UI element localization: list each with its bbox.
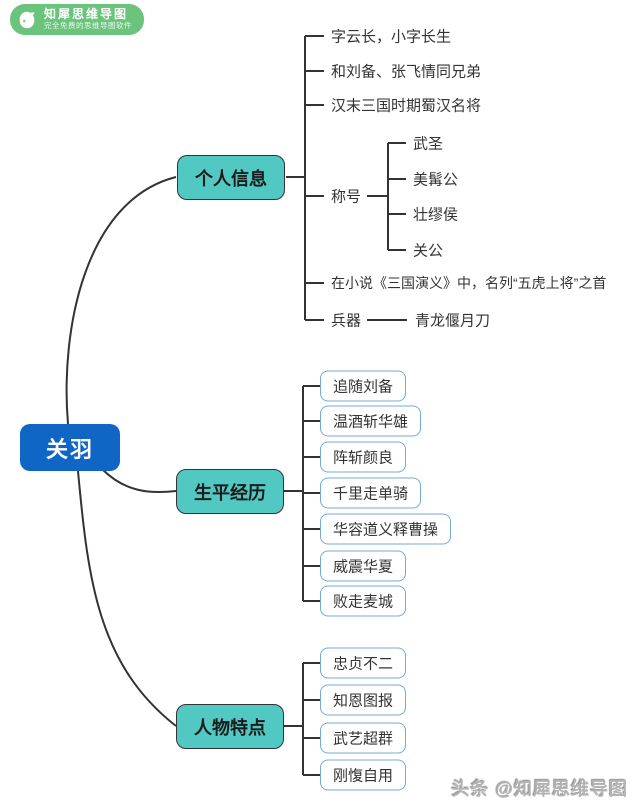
app-logo-badge: 知犀思维导图 完全免费的思维导图软件 (10, 4, 144, 35)
leaf-loyalty[interactable]: 忠贞不二 (320, 647, 407, 679)
logo-subtitle: 完全免费的思维导图软件 (44, 21, 132, 31)
connector-root-branch3 (77, 470, 177, 727)
branch-node-life-experience[interactable]: 生平经历 (176, 469, 284, 514)
leaf-gratitude[interactable]: 知恩图报 (320, 684, 407, 716)
leaf-title-meirangong[interactable]: 美髯公 (413, 171, 459, 189)
leaf-martial-skill[interactable]: 武艺超群 (320, 722, 407, 754)
leaf-huarong-caocao[interactable]: 华容道义释曹操 (320, 513, 452, 545)
node-weapon[interactable]: 兵器 (331, 312, 362, 330)
leaf-title-guangong[interactable]: 关公 (413, 242, 444, 260)
connector-root-branch2 (101, 468, 177, 494)
leaf-warm-wine-huaxiong[interactable]: 温酒斩华雄 (320, 405, 422, 437)
connector-branch3-trunk (284, 662, 320, 776)
leaf-brotherhood[interactable]: 和刘备、张飞情同兄弟 (331, 63, 482, 81)
leaf-slay-yanliang[interactable]: 阵斩颜良 (320, 441, 407, 473)
leaf-follow-liubei[interactable]: 追随刘备 (320, 370, 407, 402)
connector-branch2-trunk (284, 385, 320, 602)
leaf-five-tiger-generals[interactable]: 在小说《三国演义》中，名列“五虎上将”之首 (331, 275, 607, 291)
leaf-courtesy-name[interactable]: 字云长，小字长生 (331, 28, 452, 46)
branch-node-personal-info[interactable]: 个人信息 (177, 155, 285, 200)
root-node-guanyu[interactable]: 关羽 (20, 424, 120, 471)
leaf-title-zhuangmiaohou[interactable]: 壮缪侯 (413, 206, 459, 224)
rhino-logo-icon (16, 9, 38, 31)
leaf-thousand-mile-ride[interactable]: 千里走单骑 (320, 477, 422, 509)
leaf-green-dragon-blade[interactable]: 青龙偃月刀 (415, 312, 491, 330)
leaf-title-wusheng[interactable]: 武圣 (413, 135, 444, 153)
node-titles[interactable]: 称号 (331, 188, 362, 206)
connector-chenghao-trunk (367, 142, 406, 251)
leaf-awe-huaxia[interactable]: 威震华夏 (320, 550, 407, 582)
leaf-stubbornness[interactable]: 刚愎自用 (320, 759, 407, 791)
leaf-shu-han-general[interactable]: 汉末三国时期蜀汉名将 (331, 97, 482, 115)
logo-title: 知犀思维导图 (44, 7, 129, 22)
leaf-defeat-maicheng[interactable]: 败走麦城 (320, 585, 407, 617)
toutiao-watermark: 头条 @知犀思维导图 (451, 779, 628, 799)
branch-node-character-traits[interactable]: 人物特点 (176, 704, 284, 749)
logo-text: 知犀思维导图 完全免费的思维导图软件 (44, 7, 132, 31)
connector-branch1-trunk (286, 35, 324, 321)
connector-root-branch1 (65, 176, 177, 425)
